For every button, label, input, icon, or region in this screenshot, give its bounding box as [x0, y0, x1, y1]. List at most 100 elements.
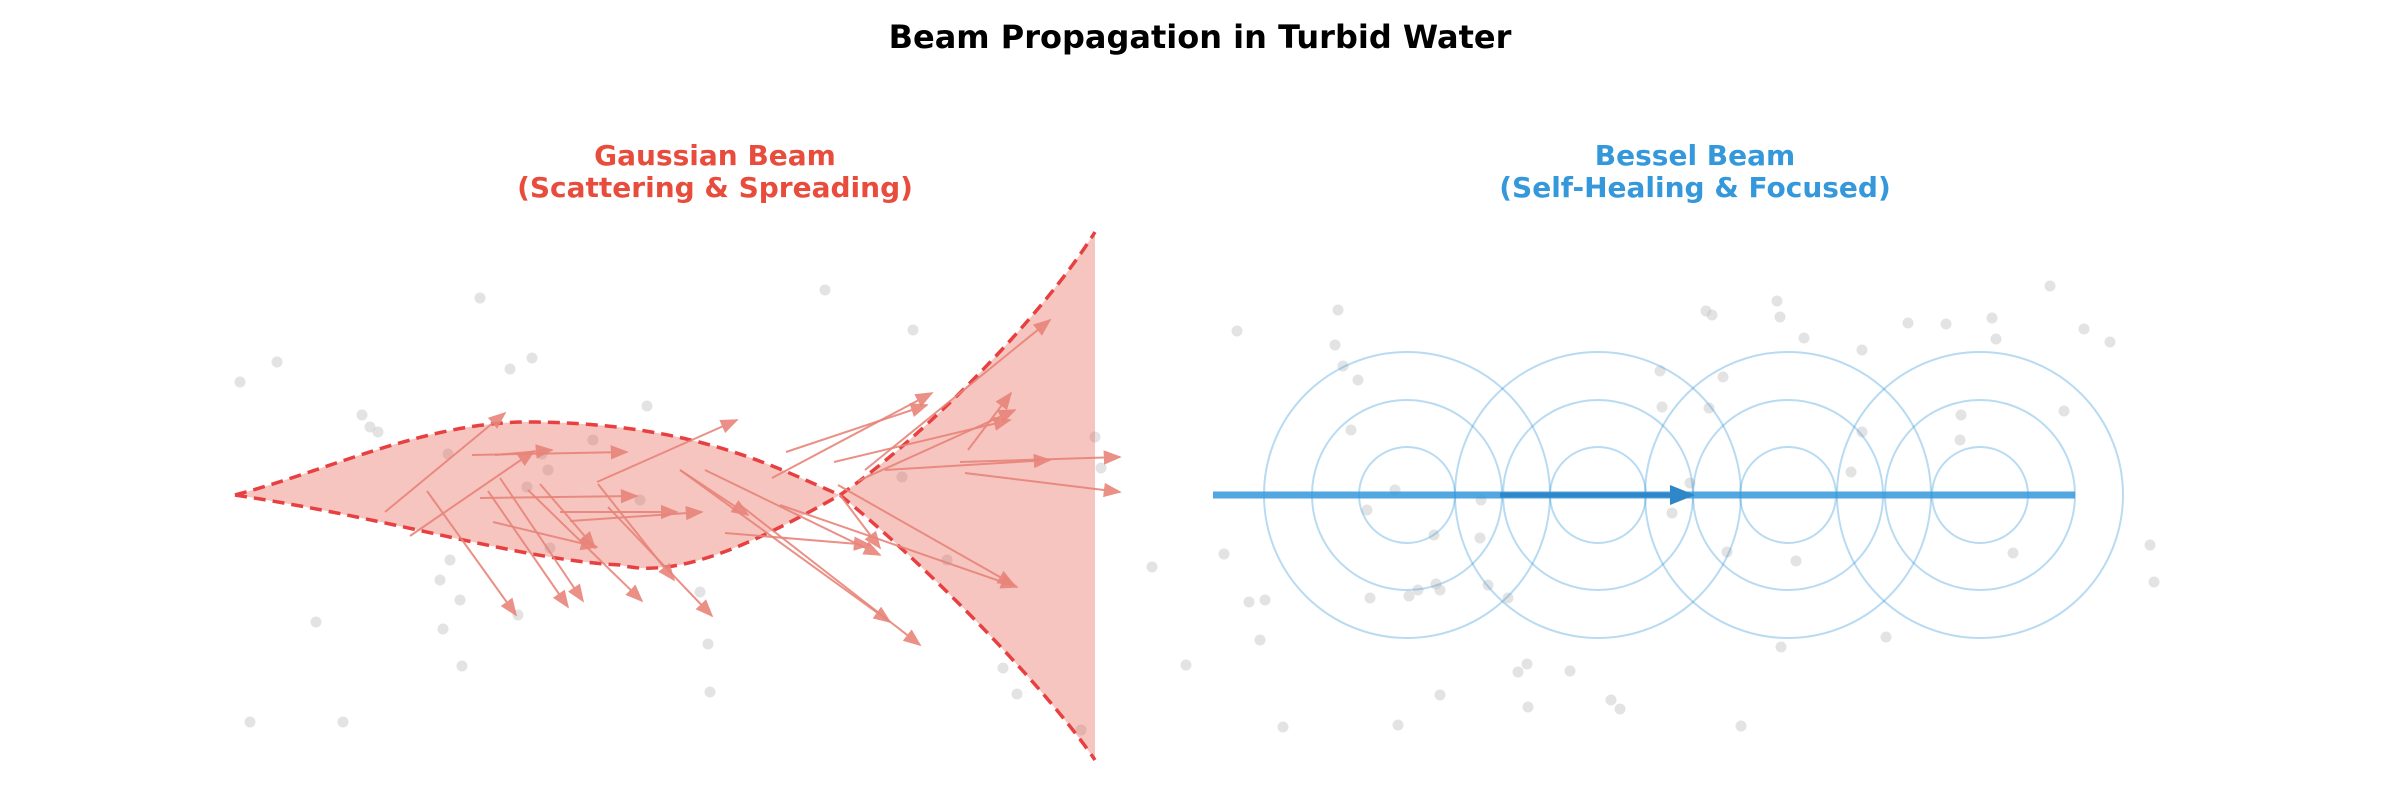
particle — [702, 638, 714, 650]
scattered-ray-arrow — [785, 403, 929, 453]
particle — [456, 660, 468, 672]
page-title: Beam Propagation in Turbid Water — [888, 18, 1512, 56]
particle — [1434, 584, 1446, 596]
scattered-ray-arrow — [724, 532, 872, 551]
particle — [1075, 724, 1087, 736]
particle — [1790, 555, 1802, 567]
particle — [1954, 434, 1966, 446]
particle — [1940, 318, 1952, 330]
particle — [1345, 424, 1357, 436]
particle — [1666, 507, 1678, 519]
particle — [1614, 703, 1626, 715]
particle — [1434, 689, 1446, 701]
scattered-ray-arrow — [487, 490, 570, 609]
scattered-ray-arrow — [499, 477, 585, 603]
particle — [1845, 466, 1857, 478]
bessel-panel-title: Bessel Beam (Self-Healing & Focused) — [1345, 140, 2045, 204]
scattered-ray-arrow — [959, 450, 1122, 465]
particle — [474, 292, 486, 304]
gaussian-beam-envelope — [235, 232, 1095, 760]
particle — [1095, 462, 1107, 474]
scattered-ray-arrow — [596, 419, 739, 483]
particle — [2058, 405, 2070, 417]
scattered-ray-arrow — [964, 472, 1122, 498]
particle — [1412, 584, 1424, 596]
particle — [1703, 402, 1715, 414]
particle — [2104, 336, 2116, 348]
particle — [1986, 312, 1998, 324]
particle — [907, 324, 919, 336]
particle — [1243, 596, 1255, 608]
particle — [1880, 631, 1892, 643]
gaussian-panel-title: Gaussian Beam (Scattering & Spreading) — [365, 140, 1065, 204]
particle — [372, 426, 384, 438]
particle — [1180, 659, 1192, 671]
scattered-ray-arrow — [569, 505, 704, 522]
particle — [1955, 409, 1967, 421]
scattered-ray-arrow — [779, 504, 1019, 589]
particle — [521, 481, 533, 493]
particle — [2144, 539, 2156, 551]
particle — [1482, 579, 1494, 591]
particle — [1332, 304, 1344, 316]
scattered-ray-arrow — [839, 494, 882, 550]
scattered-ray-arrow — [479, 489, 639, 504]
particle — [2044, 280, 2056, 292]
particle — [694, 586, 706, 598]
particle — [1564, 665, 1576, 677]
particle — [1428, 529, 1440, 541]
particle — [2078, 323, 2090, 335]
gaussian-beam-edge-upper — [234, 420, 1097, 761]
particle — [454, 594, 466, 606]
particle — [896, 471, 908, 483]
particle — [542, 464, 554, 476]
particle — [1512, 666, 1524, 678]
particle — [244, 716, 256, 728]
particle — [434, 574, 446, 586]
gaussian-beam — [234, 231, 1122, 761]
scattered-ray-arrow — [539, 483, 597, 550]
gaussian-title-line2: (Scattering & Spreading) — [517, 171, 913, 204]
particle — [997, 662, 1009, 674]
particle — [1329, 339, 1341, 351]
scattered-ray-arrow — [833, 416, 1012, 463]
scattered-ray-arrow — [494, 444, 554, 459]
scattered-ray-arrow — [884, 453, 1052, 471]
particle — [587, 434, 599, 446]
particle — [444, 554, 456, 566]
particle — [1654, 365, 1666, 377]
particle — [1218, 548, 1230, 560]
particle — [1856, 426, 1868, 438]
particle — [1277, 721, 1289, 733]
particle — [1364, 592, 1376, 604]
scattered-ray-arrow — [679, 469, 892, 624]
particle — [1502, 592, 1514, 604]
particle — [1656, 401, 1668, 413]
particle — [1259, 594, 1271, 606]
particle — [504, 363, 516, 375]
particle — [364, 421, 376, 433]
particle — [437, 623, 449, 635]
particle — [641, 400, 653, 412]
particle — [337, 716, 349, 728]
scattered-ray-arrow — [739, 504, 922, 647]
scattered-ray-arrow — [704, 469, 882, 556]
particle — [1735, 720, 1747, 732]
particle — [819, 284, 831, 296]
particle — [1798, 332, 1810, 344]
particle — [356, 409, 368, 421]
particle — [1990, 333, 2002, 345]
scattered-ray-arrow — [864, 318, 1052, 471]
gaussian-beam-edge-lower — [234, 231, 1097, 570]
particle — [1774, 311, 1786, 323]
particle — [1902, 317, 1914, 329]
bessel-title-line1: Bessel Beam — [1594, 139, 1796, 172]
scattered-ray-arrow — [409, 449, 536, 537]
particle — [1254, 634, 1266, 646]
particle — [1521, 658, 1533, 670]
particle — [1352, 374, 1364, 386]
scattered-ray-arrow — [607, 506, 714, 618]
particle — [1856, 344, 1868, 356]
